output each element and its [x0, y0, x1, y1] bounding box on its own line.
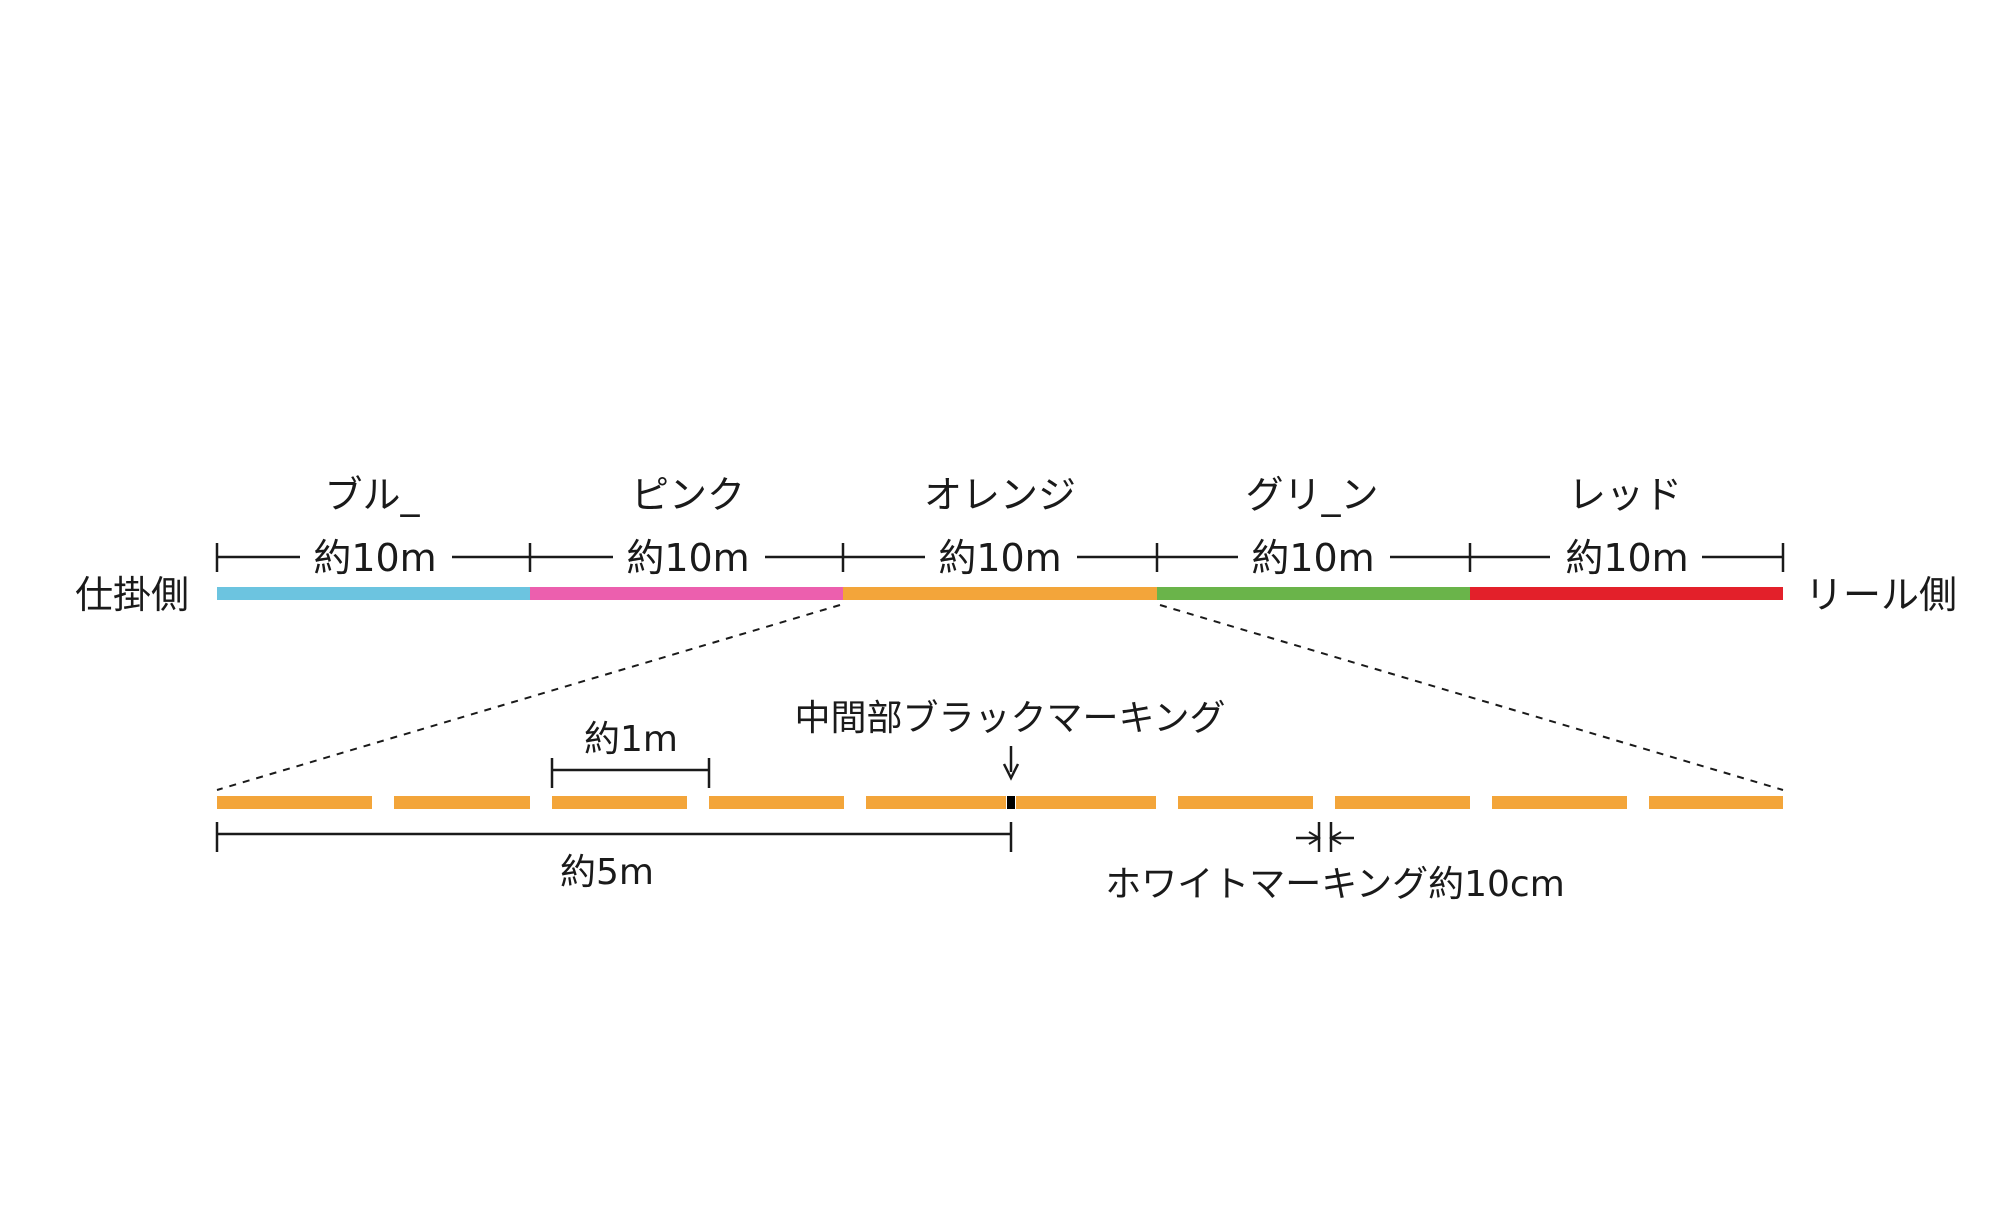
five-meter-label: 約5m [560, 852, 654, 893]
black-marking-arrow-head [1002, 763, 1020, 781]
section-name-orange: オレンジ [924, 473, 1076, 517]
orange-detail: 中間部ブラックマーキング 約1m 約5m [215, 698, 1783, 905]
detail-line-segment [1649, 796, 1783, 809]
one-meter-label: 約1m [584, 719, 678, 760]
color-sections: ブル_ ピンク オレンジ グリ_ン レッド 約10m [75, 473, 1957, 617]
detail-line-segment [1016, 796, 1156, 809]
detail-line-segment [552, 796, 687, 809]
detail-line-segments [217, 796, 1783, 809]
section-bar-green [1157, 587, 1470, 600]
detail-line-segment [217, 796, 372, 809]
section-name-red: レッド [1568, 473, 1682, 517]
section-name-blue: ブル_ [324, 473, 420, 517]
zoom-guides [216, 604, 1784, 791]
left-side-label: 仕掛側 [75, 573, 189, 617]
section-length-green: 約10m [1251, 536, 1374, 580]
section-name-green: グリ_ン [1245, 473, 1378, 517]
section-length-blue: 約10m [313, 536, 436, 580]
black-marking [1007, 796, 1015, 809]
detail-line-segment [394, 796, 530, 809]
section-bar-blue [217, 587, 530, 600]
detail-line-segment [709, 796, 844, 809]
white-marking-indicator [1296, 822, 1354, 852]
detail-line-segment [1492, 796, 1627, 809]
white-marking-label: ホワイトマーキング約10cm [1105, 864, 1565, 905]
section-bar-red [1470, 587, 1783, 600]
detail-line-segment [1178, 796, 1313, 809]
section-length-orange: 約10m [938, 536, 1061, 580]
black-marking-label: 中間部ブラックマーキング [795, 698, 1226, 739]
detail-line-segment [866, 796, 1006, 809]
section-length-pink: 約10m [626, 536, 749, 580]
section-name-pink: ピンク [631, 473, 745, 517]
section-length-red: 約10m [1565, 536, 1688, 580]
section-bar-orange [843, 587, 1157, 600]
right-side-label: リール側 [1805, 573, 1957, 617]
section-bar-pink [530, 587, 843, 600]
detail-line-segment [1335, 796, 1470, 809]
